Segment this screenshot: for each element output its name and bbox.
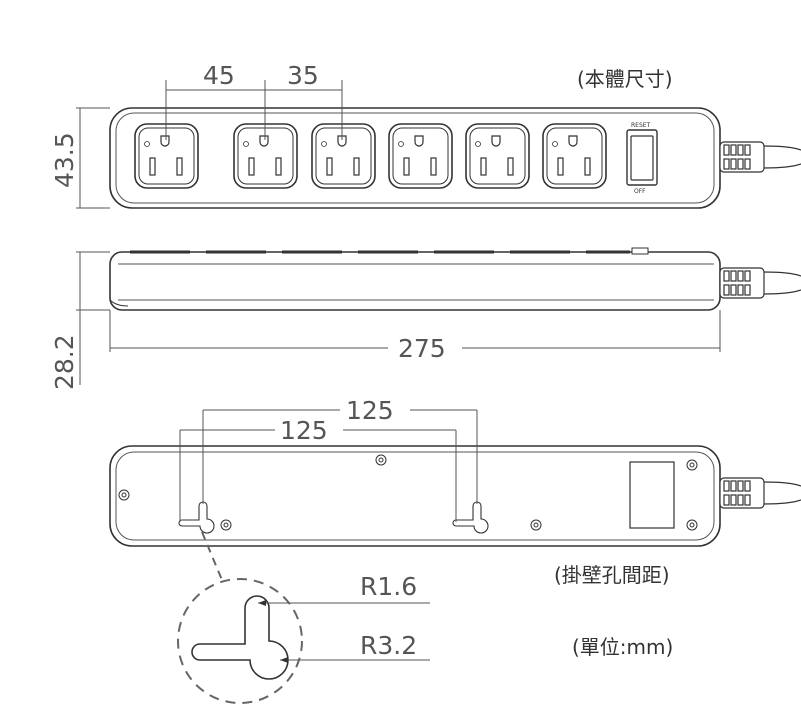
detail-circle [177,578,303,704]
reset-switch: RESET OFF [626,122,658,195]
outlet-3 [311,123,376,189]
dim-height-front: 43.5 [50,132,79,188]
plug-head-front [719,141,801,173]
note-mount-spacing: (掛壁孔間距) [554,563,670,587]
plug-head-back [719,477,801,509]
dim-height-side: 28.2 [50,334,79,390]
mount-keyhole-right [452,501,489,534]
back-view: 125 125 (掛壁孔間距) [109,396,801,587]
plug-head-side [719,267,801,299]
mount-keyhole-left [178,501,215,534]
dim-outlet-spacing-35: 35 [287,61,319,90]
note-unit: (單位:mm) [572,635,673,659]
front-view: RESET OFF 45 35 (本體尺寸) 43.5 [50,61,801,209]
outlet-4 [388,123,453,189]
strip-body-front-inner [115,112,715,204]
dim-outlet-spacing-45: 45 [203,61,235,90]
side-view: 28.2 275 [50,247,801,390]
dim-radius-small: R1.6 [360,572,417,601]
dim-total-length: 275 [398,334,446,363]
dim-mount-spacing-outer: 125 [346,396,394,425]
dim-radius-large: R3.2 [360,631,417,660]
strip-body-side [109,251,721,311]
outlet-group [134,123,607,189]
keyhole-detail: R1.6 R3.2 (單位:mm) [177,531,673,704]
label-panel [629,461,675,529]
note-body-size: (本體尺寸) [577,67,673,91]
dim-mount-spacing-inner: 125 [280,416,328,445]
switch-reset-label: RESET [631,122,651,129]
screw-holes [118,454,698,531]
keyhole-shape-enlarged [191,595,289,680]
outlet-6 [542,123,607,189]
switch-off-label: OFF [634,188,646,195]
outlet-5 [465,123,530,189]
